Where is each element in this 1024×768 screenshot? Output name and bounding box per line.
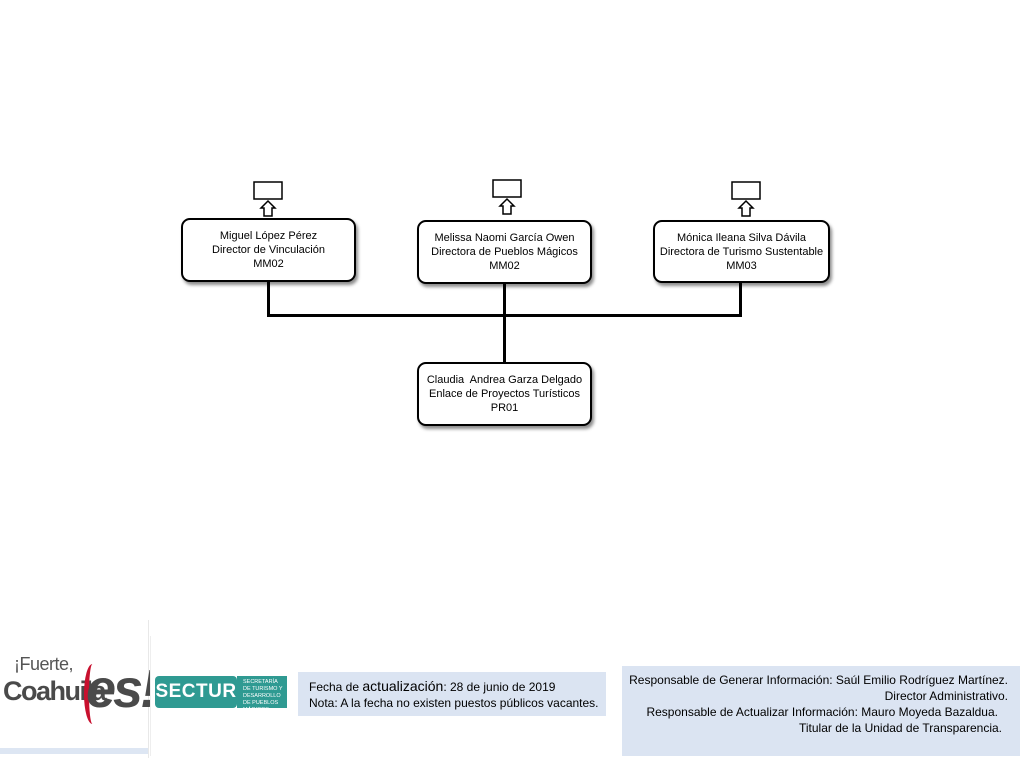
node-name: Claudia Andrea Garza Delgado xyxy=(426,374,583,386)
node-name: Melissa Naomi García Owen xyxy=(434,232,575,244)
update-date: : 28 de junio de 2019 xyxy=(443,680,556,694)
update-label-big: actualización xyxy=(362,678,444,694)
org-node-enlace-proyectos: Claudia Andrea Garza Delgado Enlace de P… xyxy=(417,362,592,426)
node-code: MM03 xyxy=(726,259,757,272)
logo-red-stroke xyxy=(84,664,101,724)
vacancy-note: Nota: A la fecha no existen puestos públ… xyxy=(309,696,599,710)
connector-line xyxy=(267,314,742,317)
node-title: Directora de Pueblos Mágicos xyxy=(431,246,578,258)
update-line: Fecha de actualización: 28 de junio de 2… xyxy=(309,678,606,695)
logo-text: es! xyxy=(86,659,158,719)
sectur-logo: SECTUR SECRETARÍA DE TURISMO Y DESARROLL… xyxy=(150,636,291,756)
org-node-turismo-sustentable: Mónica Ileana Silva Dávila Directora de … xyxy=(653,220,830,283)
coahuila-logo: ¡Fuerte, Coahuila es! xyxy=(0,620,158,758)
node-name: Mónica Ileana Silva Dávila xyxy=(676,231,806,244)
sectur-logo-text: SECTUR xyxy=(155,676,237,708)
update-label: Fecha de xyxy=(309,680,360,694)
update-info-box: Fecha de actualización: 28 de junio de 2… xyxy=(298,672,606,716)
responsible-generate-title: Director Administrativo. xyxy=(884,689,1008,703)
sectur-logo-subtitle: SECRETARÍA DE TURISMO Y DESARROLLO DE PU… xyxy=(237,676,287,713)
node-code: MM02 xyxy=(489,260,520,272)
responsible-update: Responsable de Actualizar Información: M… xyxy=(646,705,998,719)
org-node-pueblos-magicos: Melissa Naomi García Owen Directora de P… xyxy=(417,220,592,284)
node-name: Miguel López Pérez xyxy=(219,230,318,242)
responsibles-box: Responsable de Generar Información: Saúl… xyxy=(622,666,1020,756)
connector-line xyxy=(739,283,742,317)
logo-underline xyxy=(0,748,148,754)
node-code: PR01 xyxy=(490,402,519,414)
connector-line xyxy=(503,284,506,362)
connector-line xyxy=(267,282,270,317)
logo-text: ¡Fuerte, xyxy=(14,654,74,674)
node-title: Director de Vinculación xyxy=(212,244,325,256)
node-title: Directora de Turismo Sustentable xyxy=(659,245,824,258)
up-arrow-icon xyxy=(492,179,522,215)
org-node-vinculacion: Miguel López Pérez Director de Vinculaci… xyxy=(181,218,356,282)
responsible-update-title: Titular de la Unidad de Transparencia. xyxy=(798,721,1002,735)
node-code: MM02 xyxy=(253,258,284,270)
responsible-generate: Responsable de Generar Información: Saúl… xyxy=(629,673,1008,687)
node-title: Enlace de Proyectos Turísticos xyxy=(428,388,580,400)
up-arrow-icon xyxy=(253,181,283,217)
up-arrow-icon xyxy=(731,181,761,217)
